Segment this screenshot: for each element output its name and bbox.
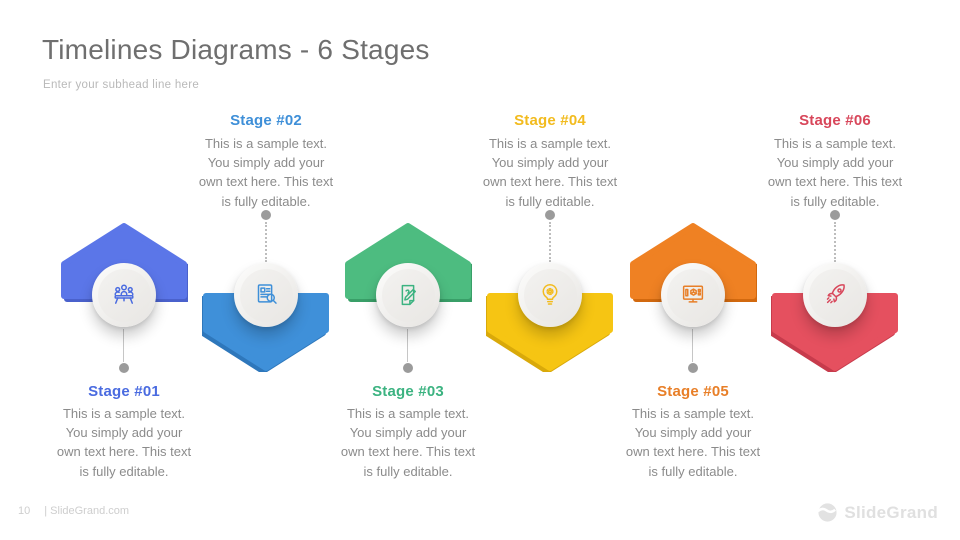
connector-line [407,329,408,362]
stage-column-5: Stage #05 This is a sample text. You sim… [613,0,773,540]
connector-dot [261,210,271,220]
stage-circle [376,263,440,327]
page-title: Timelines Diagrams - 6 Stages [42,34,430,65]
stage-heading: Stage #02 [230,112,302,129]
connector-line [549,222,551,262]
rocket-icon [826,284,845,304]
connector-dot [403,363,413,373]
footer-left: 10 | SlideGrand.com [18,505,129,517]
hexagon-shape [771,293,898,372]
stage-body: This is a sample text. You simply add yo… [56,406,192,479]
stage-body: This is a sample text. You simply add yo… [625,406,761,479]
stage-heading: Stage #04 [514,112,586,129]
footer-page-number: 10 [18,505,31,517]
stage-body: This is a sample text. You simply add yo… [340,406,476,479]
stage-column-4: Stage #04 This is a sample text. You sim… [470,0,630,540]
stage-column-2: Stage #02 This is a sample text. You sim… [186,0,346,540]
connector-dot [545,210,555,220]
hexagon-shape [486,293,613,372]
brand-name: SlideGrand [844,502,938,522]
connector-line [265,222,267,262]
brand-logo: SlideGrand [817,502,938,523]
stage-circle [92,263,156,327]
connector-dot [830,210,840,220]
stage-heading: Stage #06 [799,112,871,129]
stage-circle [661,263,725,327]
footer-site-label: | SlideGrand.com [44,505,130,517]
brand-logo-icon [817,503,837,522]
connector-line [692,329,693,362]
document-search-icon [257,284,277,304]
stage-heading: Stage #05 [657,383,729,400]
stage-column-6: Stage #06 This is a sample text. You sim… [755,0,915,540]
stage-heading: Stage #03 [372,383,444,400]
stage-circle [803,263,867,327]
connector-dot [688,363,698,373]
stage-body: This is a sample text. You simply add yo… [198,136,334,209]
stage-circle [234,263,298,327]
stage-body: This is a sample text. You simply add yo… [767,136,903,209]
edit-document-icon [401,284,416,306]
hexagon-shape [202,293,329,372]
page-subtitle: Enter your subhead line here [43,79,200,91]
idea-icon [542,283,558,305]
stage-column-3: Stage #03 This is a sample text. You sim… [328,0,488,540]
connector-line [834,222,836,262]
meeting-icon [114,284,134,304]
stage-body: This is a sample text. You simply add yo… [482,136,618,209]
monitor-3d-icon [682,285,704,303]
connector-dot [119,363,129,373]
stage-heading: Stage #01 [88,383,160,400]
stage-column-1: Stage #01 This is a sample text. You sim… [44,0,204,540]
connector-line [123,329,124,362]
stage-circle [518,263,582,327]
